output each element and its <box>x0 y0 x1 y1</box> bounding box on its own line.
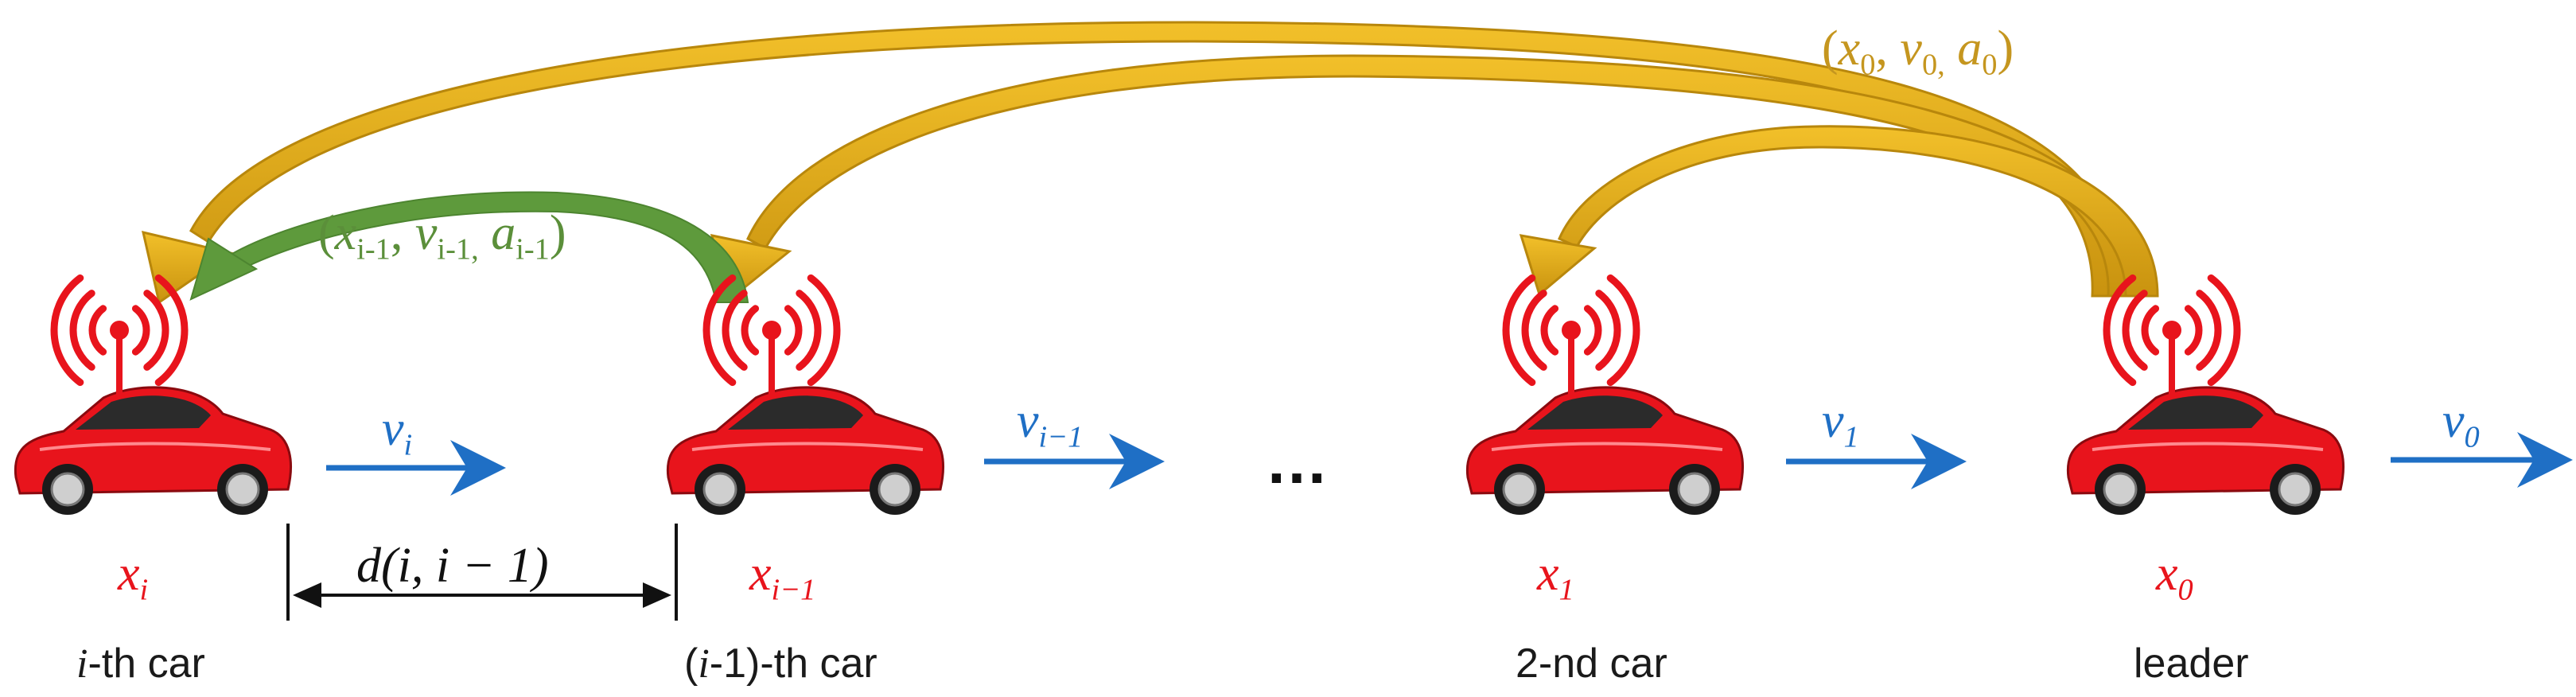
caption-2nd-car: 2-nd car <box>1516 641 1667 687</box>
radio-wave-right <box>2207 274 2241 387</box>
antenna-tip <box>1562 321 1581 340</box>
predecessor-broadcast-arrow <box>189 191 749 303</box>
predecessor-broadcast-label: (xi-1, vi-1, ai-1) <box>318 206 566 267</box>
car-window <box>728 395 863 430</box>
radio-wave-right <box>784 305 803 356</box>
wheel-rim <box>1677 472 1712 507</box>
car-body <box>2066 386 2345 495</box>
car-group <box>14 274 2345 515</box>
car-window <box>1527 395 1663 430</box>
car-ipred <box>666 274 945 515</box>
antenna-tip <box>2162 321 2181 340</box>
car-2nd <box>1465 274 1745 515</box>
radio-wave-right <box>1583 305 1602 356</box>
car-window <box>76 395 211 430</box>
leader-to-ipred-arrow <box>746 54 2142 298</box>
wheel-rim <box>702 472 737 507</box>
spacing-dimension <box>286 524 678 621</box>
velocity-label-i: vi <box>382 402 413 462</box>
velocity-label-leader: v0 <box>2442 394 2480 454</box>
radio-wave-right <box>2184 305 2203 356</box>
car-body <box>1465 386 1745 495</box>
leader-to-2nd-arrowhead <box>1519 234 1597 297</box>
car-highlight <box>39 442 271 451</box>
radio-wave-left <box>2103 274 2137 387</box>
caption-leader: leader <box>2134 641 2249 687</box>
radio-wave-left <box>2122 290 2148 371</box>
radio-wave-right <box>1606 274 1640 387</box>
radio-wave-right <box>2196 290 2222 371</box>
leader-to-ith-arrow <box>189 21 2124 298</box>
radio-wave-left <box>1540 305 1559 356</box>
position-label-2nd: x1 <box>1537 547 1574 607</box>
radio-wave-right <box>807 274 841 387</box>
radio-wave-left <box>702 274 737 387</box>
radio-wave-right <box>1595 290 1621 371</box>
leader-to-2nd-arrow <box>1558 125 2159 298</box>
radio-wave-left <box>88 305 107 356</box>
radio-wave-right <box>131 305 150 356</box>
spacing-label: d(i, i − 1) <box>356 539 549 593</box>
car-highlight <box>2092 442 2324 451</box>
wheel-rim <box>225 472 260 507</box>
velocity-arrows <box>326 432 2573 496</box>
car-highlight <box>691 442 924 451</box>
car-leader <box>2066 274 2345 515</box>
caption-ipred-car: (i-1)-th car <box>684 641 877 687</box>
wheel-rim <box>50 472 85 507</box>
radio-wave-left <box>2141 305 2160 356</box>
leader-broadcast-label: (x0, v0, a0) <box>1822 21 2014 82</box>
car-window <box>2128 395 2263 430</box>
car-i <box>14 274 293 515</box>
car-highlight <box>1491 442 1723 451</box>
position-label-ipred: xi−1 <box>749 547 816 607</box>
antenna-tip <box>762 321 781 340</box>
ellipsis: … <box>1265 426 1329 496</box>
radio-wave-right <box>154 274 189 387</box>
wheel-rim <box>1502 472 1537 507</box>
car-body <box>666 386 945 495</box>
radio-wave-right <box>796 290 822 371</box>
radio-wave-left <box>1502 274 1536 387</box>
car-body <box>14 386 293 495</box>
position-label-i: xi <box>118 547 149 607</box>
wheel-rim <box>2278 472 2313 507</box>
position-label-leader: x0 <box>2156 547 2193 607</box>
radio-wave-left <box>722 290 748 371</box>
velocity-label-ipred: vi−1 <box>1017 394 1084 454</box>
radio-wave-left <box>69 290 95 371</box>
wheel-rim <box>877 472 912 507</box>
radio-wave-left <box>1521 290 1547 371</box>
wheel-rim <box>2103 472 2138 507</box>
radio-wave-left <box>50 274 84 387</box>
radio-wave-left <box>741 305 760 356</box>
radio-wave-right <box>143 290 169 371</box>
velocity-label-2nd: v1 <box>1822 394 1859 454</box>
caption-i-th-car: i-th car <box>76 641 205 687</box>
antenna-tip <box>110 321 129 340</box>
